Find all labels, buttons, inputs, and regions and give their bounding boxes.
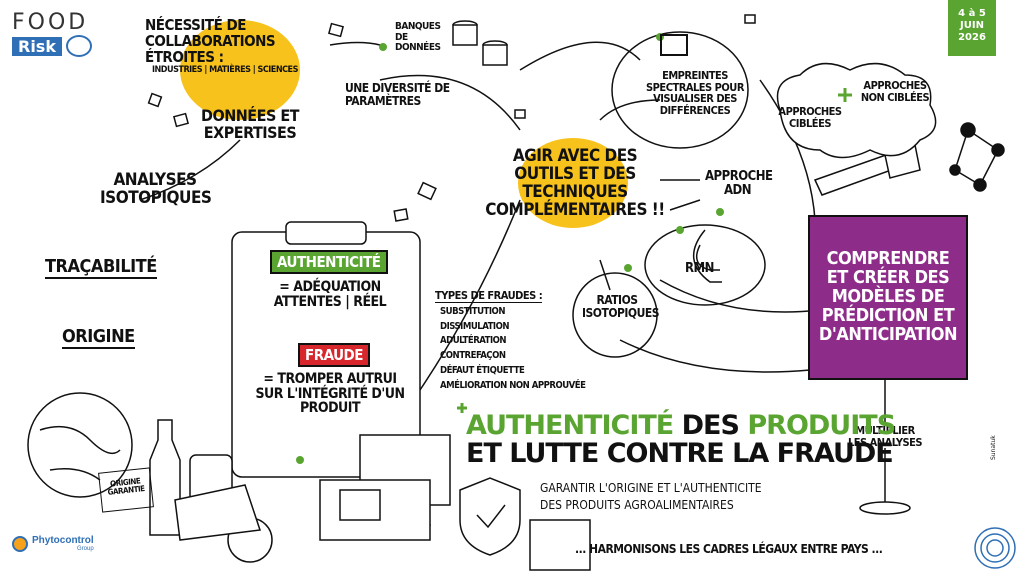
title-line2: ET LUTTE CONTRE LA FRAUDE bbox=[466, 438, 894, 470]
banques-text: Banques de données bbox=[395, 21, 441, 53]
types-item: Contrefaçon bbox=[440, 350, 506, 362]
donnees-text: Données et expertises bbox=[201, 106, 299, 142]
main-title: AUTHENTICITÉ DES PRODUITS ET LUTTE CONTR… bbox=[466, 410, 896, 470]
types-title: Types de fraudes : bbox=[435, 289, 543, 303]
empreintes-text: Empreintes spectrales pour visualiser de… bbox=[646, 69, 744, 117]
date-badge: 4 à 5 JUIN 2026 bbox=[948, 0, 996, 56]
connector-arc bbox=[379, 74, 521, 131]
comprendre-text: Comprendre et créer des modèles de prédi… bbox=[818, 248, 958, 345]
agir-text: Agir avec des outils et des techniques c… bbox=[485, 146, 665, 220]
tracabilite-text: Traçabilité bbox=[45, 256, 157, 279]
comprendre-box: Comprendre et créer des modèles de prédi… bbox=[808, 215, 968, 380]
collab-sub: industries | matières | sciences bbox=[152, 65, 298, 75]
diversite-text: Une diversité de paramètres bbox=[345, 81, 450, 108]
types-item: Adultération bbox=[440, 335, 507, 347]
approches-ciblees-text: Approches ciblées bbox=[778, 105, 842, 130]
types-item: Dissimulation bbox=[440, 320, 510, 332]
tromper-text: = Tromper autrui sur l'intégrité d'un pr… bbox=[255, 371, 405, 417]
origine-text: Origine bbox=[62, 326, 135, 349]
adequation-text: = Adéquation attentes | réel bbox=[273, 279, 387, 310]
subtitle-line2: DES PRODUITS AGROALIMENTAIRES bbox=[540, 497, 734, 512]
types-item: Substitution bbox=[440, 306, 505, 317]
logo-risk-text: Risk bbox=[12, 36, 62, 56]
types-list: Substitution Dissimulation Adultération … bbox=[440, 305, 586, 393]
types-item: Amélioration non approuvée bbox=[440, 379, 586, 391]
title-word-des: DES bbox=[681, 410, 740, 441]
date-days: 4 à 5 bbox=[958, 8, 986, 19]
phytocontrol-name: Phytocontrol bbox=[32, 535, 94, 546]
title-word-produits: PRODUITS bbox=[747, 410, 896, 441]
approche-adn-text: Approche ADN bbox=[705, 169, 773, 198]
analyses-text: Analyses isotopiques bbox=[100, 170, 212, 208]
logo-food-text: FOOD bbox=[12, 10, 89, 35]
date-month: JUIN bbox=[960, 20, 984, 31]
phytocontrol-logo: Phytocontrol Group bbox=[12, 535, 94, 552]
harmonisons-text: ... Harmonisons les cadres légaux entre … bbox=[575, 542, 883, 556]
collab-highlight bbox=[180, 20, 300, 120]
foodrisk-logo: FOOD Risk bbox=[12, 10, 92, 57]
multiplier-text: Multiplier les analyses bbox=[845, 425, 925, 449]
spectrum-icon bbox=[660, 34, 688, 56]
types-item: Défaut étiquette bbox=[440, 364, 525, 376]
fraude-tag: Fraude bbox=[298, 343, 370, 367]
authenticite-tag-wrap: Authenticité bbox=[270, 250, 388, 274]
phytocontrol-group: Group bbox=[76, 546, 94, 552]
date-year: 2026 bbox=[958, 32, 986, 43]
title-word-authenticite: AUTHENTICITÉ bbox=[466, 410, 674, 441]
collab-title: Nécessité de collaborations étroites : bbox=[145, 16, 276, 66]
subtitle-line1: GARANTIR L'ORIGINE ET L'AUTHENTICITE bbox=[540, 481, 762, 495]
ratios-text: Ratios isotopiques bbox=[582, 293, 660, 320]
phytocontrol-icon bbox=[12, 535, 28, 552]
logo-fingerprint-icon bbox=[65, 35, 92, 57]
fraude-tag-wrap: Fraude bbox=[298, 343, 370, 367]
artist-signature: Sunatuk bbox=[990, 435, 997, 460]
rmn-text: RMN bbox=[685, 261, 714, 276]
agir-highlight bbox=[518, 138, 628, 228]
origine-garantie-tag: Origine garantie bbox=[98, 467, 154, 513]
subtitle: GARANTIR L'ORIGINE ET L'AUTHENTICITE DES… bbox=[540, 480, 762, 514]
authenticite-tag: Authenticité bbox=[270, 250, 388, 274]
approches-non-ciblees-text: Approches non ciblées bbox=[860, 79, 930, 104]
